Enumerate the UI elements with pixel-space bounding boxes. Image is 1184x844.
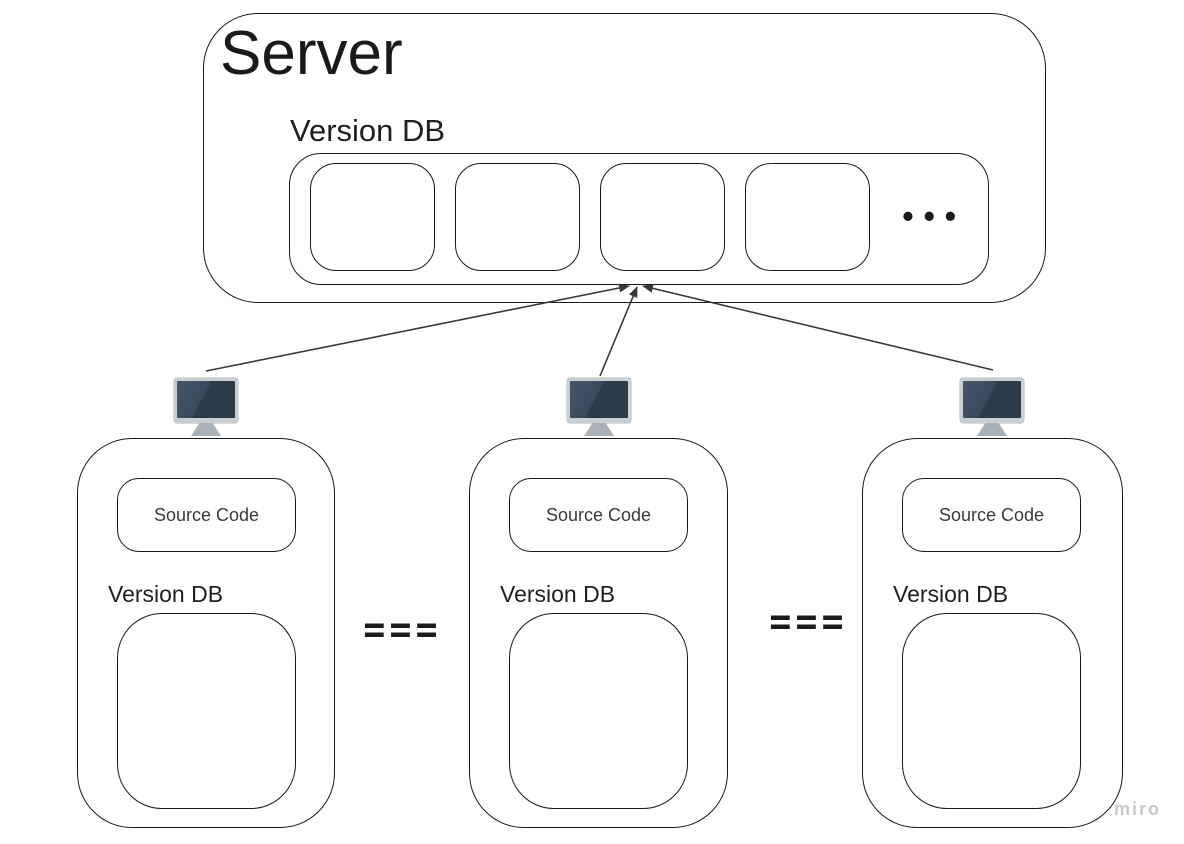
miro-watermark: miro (1114, 799, 1162, 819)
version-slot[interactable] (600, 163, 725, 271)
equivalence-symbol[interactable]: === (361, 607, 441, 654)
server-version-db-label: Version DB (290, 113, 446, 148)
client-version-db-node[interactable] (117, 613, 296, 809)
monitor-screen (177, 381, 235, 418)
monitor-stand (977, 423, 1007, 436)
client-version-db-label: Version DB (500, 581, 616, 607)
server-version-db-node[interactable]: ••• (289, 153, 989, 285)
monitor-bezel (174, 378, 238, 423)
client-node-3[interactable]: Source Code Version DB (862, 438, 1123, 828)
monitor-stand (191, 423, 221, 436)
server-title: Server (220, 19, 403, 88)
desktop-monitor-icon[interactable] (960, 378, 1024, 436)
monitor-bezel (567, 378, 631, 423)
client-node-2[interactable]: Source Code Version DB (469, 438, 728, 828)
client-version-db-label: Version DB (893, 581, 1009, 607)
source-code-label: Source Code (938, 504, 1045, 525)
monitor-screen (963, 381, 1021, 418)
equivalence-symbol[interactable]: === (767, 599, 847, 646)
version-slot[interactable] (745, 163, 870, 271)
source-code-label: Source Code (545, 504, 652, 525)
version-slot[interactable] (310, 163, 435, 271)
client-version-db-label: Version DB (108, 581, 224, 607)
client-node-1[interactable]: Source Code Version DB (77, 438, 335, 828)
client-version-db-node[interactable] (902, 613, 1081, 809)
monitor-stand (584, 423, 614, 436)
source-code-label: Source Code (153, 504, 260, 525)
source-code-node[interactable]: Source Code (117, 478, 296, 552)
desktop-monitor-icon[interactable] (567, 378, 631, 436)
version-slot[interactable] (455, 163, 580, 271)
monitor-bezel (960, 378, 1024, 423)
source-code-node[interactable]: Source Code (902, 478, 1081, 552)
desktop-monitor-icon[interactable] (174, 378, 238, 436)
server-node[interactable]: Server Version DB ••• (203, 13, 1046, 303)
monitor-screen (570, 381, 628, 418)
more-versions-ellipsis: ••• (902, 198, 966, 234)
client-version-db-node[interactable] (509, 613, 688, 809)
source-code-node[interactable]: Source Code (509, 478, 688, 552)
